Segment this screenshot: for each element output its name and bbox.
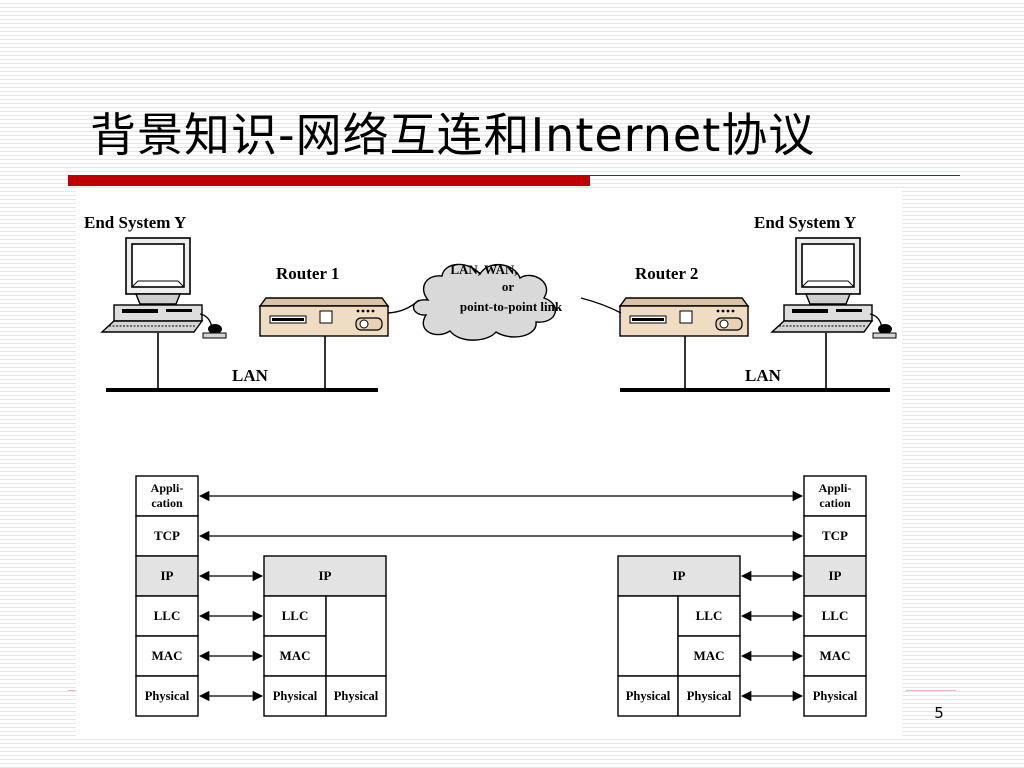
- router2-llc-cell: [677, 595, 741, 637]
- host-left-tcp-cell: [135, 515, 199, 557]
- footer-line-right: [906, 690, 956, 691]
- router1-ip-label: IP: [319, 568, 332, 583]
- slide-title: 背景知识-网络互连和Internet协议: [90, 108, 816, 162]
- router2-physical-a-cell: [617, 675, 679, 717]
- router2-ip-cell: [617, 555, 741, 597]
- host-left-mac-cell: [135, 635, 199, 677]
- router1-llc-label: LLC: [282, 608, 309, 623]
- peer-arrows: [198, 490, 804, 702]
- router1-mac-label: MAC: [279, 648, 310, 663]
- footer-line-left: [68, 690, 82, 691]
- protocol-stacks: [135, 475, 867, 717]
- network-topology: End System Y End System Y Router 1 Route…: [84, 213, 897, 392]
- host-right-application-label-1: Appli-: [819, 481, 852, 495]
- stack-labels: Appli- cation TCP IP LLC MAC Physical IP…: [145, 481, 858, 703]
- host-left-llc-cell: [135, 595, 199, 637]
- router1-physical-b-label: Physical: [334, 689, 379, 703]
- host-left-ip-label: IP: [161, 568, 174, 583]
- page-number: 5: [934, 704, 944, 722]
- host-right-physical-label: Physical: [813, 689, 858, 703]
- title-underline-line: [590, 175, 960, 176]
- host-right-tcp-label: TCP: [822, 528, 848, 543]
- router2-router-icon: [619, 297, 749, 337]
- router1-physical-a-cell: [263, 675, 327, 717]
- host-right-application-label-2: cation: [819, 496, 851, 510]
- host-left-physical-cell: [135, 675, 199, 717]
- host-left-mac-label: MAC: [151, 648, 182, 663]
- router2-mac-cell: [677, 635, 741, 677]
- router1-physical-b-cell: [325, 675, 387, 717]
- router1-cloud-link: [387, 299, 420, 314]
- end-system-left-label: End System Y: [84, 213, 186, 232]
- end-system-right-computer-icon: [771, 237, 897, 339]
- router2-label: Router 2: [635, 264, 698, 283]
- router1-label: Router 1: [276, 264, 339, 283]
- host-left-llc-label: LLC: [154, 608, 181, 623]
- host-right-physical-cell: [803, 675, 867, 717]
- host-left-application-label-1: Appli-: [151, 481, 184, 495]
- host-right-tcp-cell: [803, 515, 867, 557]
- cloud-label-line3: point-to-point link: [460, 299, 563, 314]
- host-left-application-cell: [135, 475, 199, 517]
- host-right-llc-label: LLC: [822, 608, 849, 623]
- title-underline-bar: [68, 175, 590, 186]
- router2-ip-label: IP: [673, 568, 686, 583]
- lan-right-label: LAN: [745, 366, 782, 385]
- end-system-left-computer-icon: [101, 237, 227, 339]
- host-right-mac-label: MAC: [819, 648, 850, 663]
- cloud-label-line2: or: [502, 279, 515, 294]
- router2-physical-b-cell: [677, 675, 741, 717]
- router1-physical-a-label: Physical: [273, 689, 318, 703]
- host-right-ip-label: IP: [829, 568, 842, 583]
- router1-mac-cell: [263, 635, 327, 677]
- router2-physical-b-label: Physical: [687, 689, 732, 703]
- router2-mac-label: MAC: [693, 648, 724, 663]
- router1-router-icon: [259, 297, 389, 337]
- router2-blank-cell: [617, 595, 679, 677]
- host-left-application-label-2: cation: [151, 496, 183, 510]
- router2-cloud-link: [580, 297, 622, 314]
- router2-llc-label: LLC: [696, 608, 723, 623]
- host-left-tcp-label: TCP: [154, 528, 180, 543]
- host-right-mac-cell: [803, 635, 867, 677]
- host-right-llc-cell: [803, 595, 867, 637]
- lan-left-label: LAN: [232, 366, 269, 385]
- router1-blank-cell: [325, 595, 387, 677]
- diagram-panel: End System Y End System Y Router 1 Route…: [76, 188, 902, 738]
- cloud-icon: [412, 263, 556, 341]
- router1-ip-cell: [263, 555, 387, 597]
- cloud-label-line1: LAN, WAN,: [450, 262, 517, 277]
- host-left-physical-label: Physical: [145, 689, 190, 703]
- router2-physical-a-label: Physical: [626, 689, 671, 703]
- network-diagram: End System Y End System Y Router 1 Route…: [84, 213, 897, 717]
- end-system-right-label: End System Y: [754, 213, 856, 232]
